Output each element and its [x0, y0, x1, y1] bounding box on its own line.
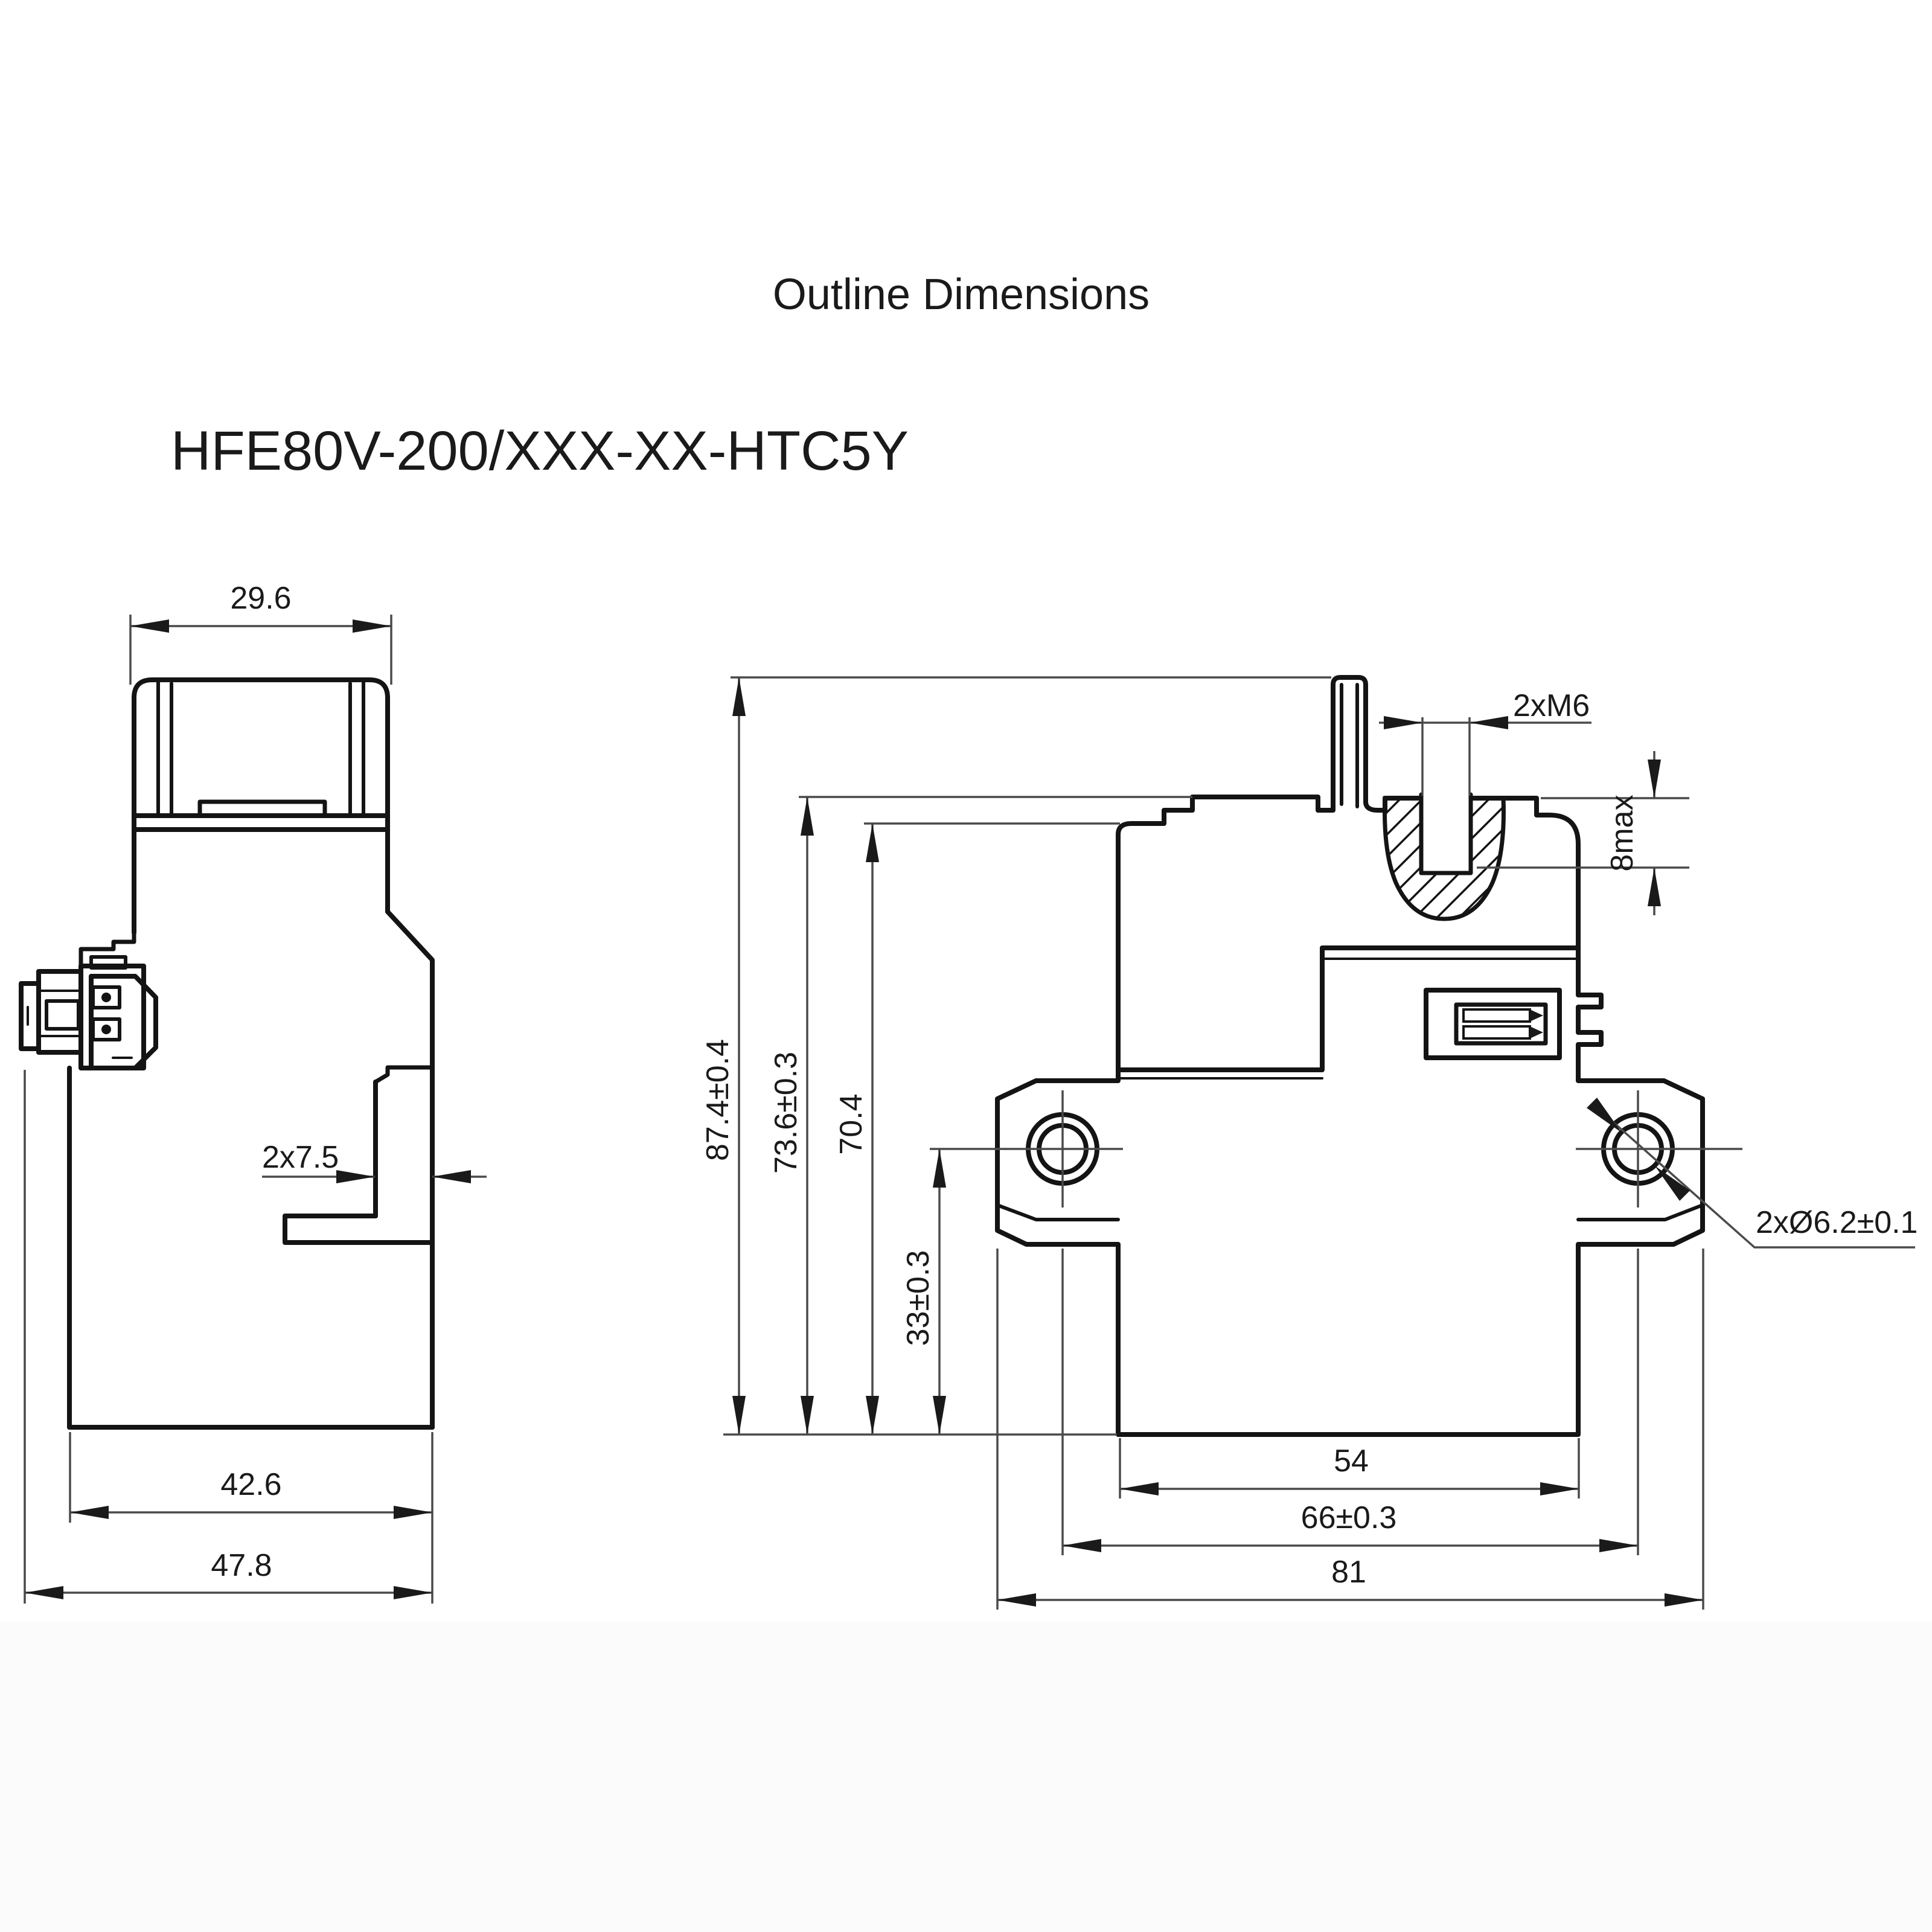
connector-pin-1 [101, 993, 111, 1002]
dim-bracket-thickness: 2x7.5 [262, 1140, 487, 1183]
dim-body-width-front-label: 54 [1334, 1444, 1369, 1479]
connector-pin-slot-1 [91, 985, 121, 1009]
dim-cap-width: 29.6 [129, 581, 392, 685]
socket-inner [1454, 1002, 1548, 1046]
dim-hole-center-height: 33±0.3 [901, 1148, 1006, 1435]
body-right-chamfer [385, 909, 435, 1430]
part-number: HFE80V-200/XXX-XX-HTC5Y [171, 420, 909, 482]
dim-bracket-thickness-label: 2x7.5 [262, 1140, 339, 1175]
dim-housing-height: 70.4 [834, 822, 1120, 1435]
dim-terminal-thread: 2xM6 [1379, 688, 1591, 796]
left-ear-lip [996, 1203, 1120, 1221]
dim-body-width-front: 54 [1119, 1438, 1580, 1499]
connector-terminal-block [19, 981, 41, 1051]
dim-cap-width-label: 29.6 [230, 581, 291, 616]
mounting-hole-left [1005, 1090, 1123, 1208]
drawing-title: Outline Dimensions [773, 270, 1150, 319]
dim-overall-width-left: 47.8 [24, 1070, 432, 1604]
dim-thread-depth-label: 8max [1605, 795, 1640, 871]
dim-body-width-label: 42.6 [220, 1467, 281, 1502]
dim-cover-height-label: 73.6±0.3 [769, 1052, 804, 1174]
aux-socket [1424, 988, 1562, 1060]
dim-mounting-holes-label: 2xØ6.2±0.1 [1756, 1205, 1918, 1240]
coil-connector [19, 930, 158, 1070]
cover-ledge [1116, 945, 1581, 1072]
right-view: 87.4±0.4 73.6±0.3 70.4 33±0.3 2xM6 [700, 675, 1918, 1610]
dim-terminal-thread-label: 2xM6 [1513, 688, 1590, 723]
socket-outer [1424, 988, 1562, 1060]
connector-plug-octagon [89, 974, 158, 1070]
cover-ledge-thin [1117, 958, 1579, 1080]
left-hole-centerlines [1005, 1090, 1123, 1208]
relay-body-outline [995, 675, 1705, 1437]
dim-overall-width-front-label: 81 [1331, 1555, 1366, 1590]
dim-overall-height-label: 87.4±0.4 [700, 1039, 735, 1161]
bracket-top-step [373, 1065, 435, 1084]
thread-hole-clear [1421, 793, 1471, 873]
dim-overall-width-left-label: 47.8 [211, 1548, 272, 1583]
dim-thread-depth: 8max [1477, 751, 1689, 915]
bracket-foot [283, 1214, 435, 1245]
connector-mid-lines [37, 990, 82, 1037]
dim-overall-height: 87.4±0.4 [700, 676, 1331, 1435]
cap-bottom-band [132, 813, 390, 832]
connector-pin-2 [101, 1025, 111, 1034]
mounting-hole-right [1576, 1090, 1742, 1208]
dim-overall-width-front: 81 [996, 1249, 1704, 1610]
cap-outline [132, 677, 390, 818]
connector-mid-window [45, 999, 80, 1031]
connector-top-step [78, 930, 136, 968]
right-hole-centerlines [1576, 1090, 1742, 1208]
dim-mounting-holes: 2xØ6.2±0.1 [1587, 1098, 1918, 1249]
connector-pin-slot-2 [91, 1017, 121, 1041]
left-view: 29.6 2x7.5 42.6 47.8 [19, 581, 487, 1604]
dim-body-width: 42.6 [69, 1432, 433, 1604]
cap-draft-lines [156, 680, 365, 817]
busbar-tab-inner-walls [1340, 683, 1359, 808]
dim-cover-height: 73.6±0.3 [769, 796, 1192, 1435]
dim-hole-spacing-label: 66±0.3 [1301, 1500, 1397, 1535]
thread-hole-walls [1419, 792, 1473, 875]
socket-blade-1-tip [1530, 1009, 1543, 1022]
scan-tone-band [0, 1622, 1932, 1932]
cap-inner-plate [197, 799, 327, 818]
dim-hole-center-height-label: 33±0.3 [901, 1250, 936, 1346]
right-ear-lip [1576, 1203, 1704, 1221]
dim-hole-spacing: 66±0.3 [1061, 1249, 1639, 1555]
connector-top-lug [89, 955, 127, 970]
dim-housing-height-label: 70.4 [834, 1093, 869, 1154]
socket-blade-2-tip [1530, 1026, 1543, 1038]
